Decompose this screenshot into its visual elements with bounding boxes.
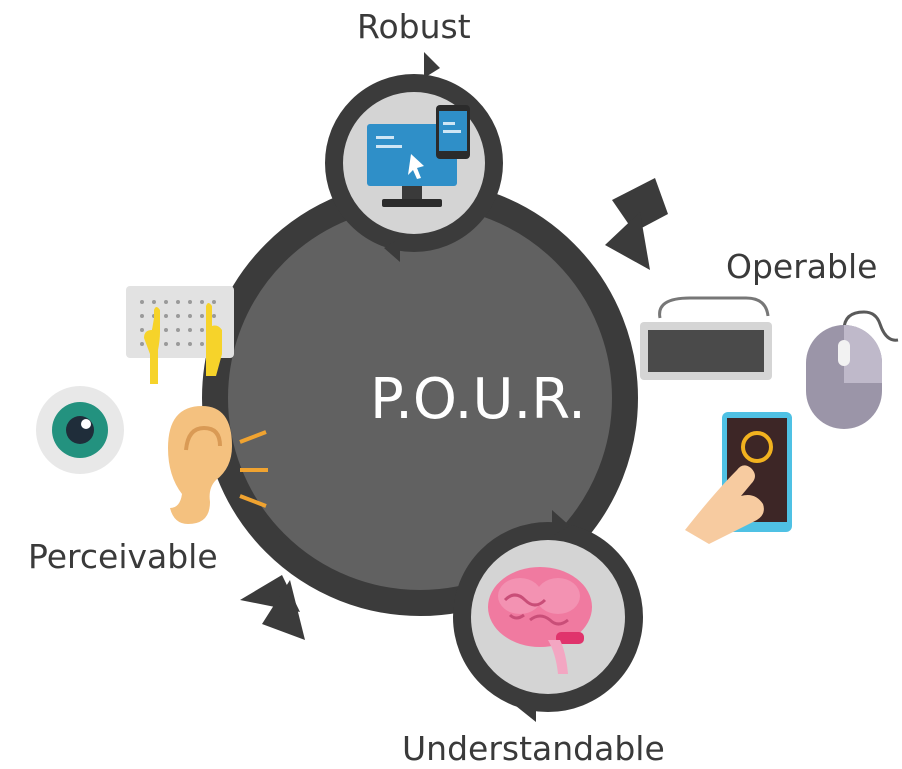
ring-arrow-icon bbox=[262, 580, 305, 640]
label-understandable: Understandable bbox=[402, 729, 665, 768]
touch-tablet-icon bbox=[685, 412, 792, 544]
ear-icon bbox=[168, 406, 268, 524]
brain-icon bbox=[488, 567, 592, 674]
understandable-node bbox=[453, 510, 643, 722]
label-robust: Robust bbox=[357, 7, 471, 46]
ring-arrow-icon bbox=[612, 178, 668, 232]
label-operable: Operable bbox=[726, 247, 878, 286]
center-title: P.O.U.R. bbox=[370, 367, 586, 432]
braille-keyboard-icon bbox=[126, 286, 234, 384]
robust-node bbox=[325, 52, 503, 262]
label-perceivable: Perceivable bbox=[28, 537, 218, 576]
keyboard-icon bbox=[640, 296, 772, 380]
computer-icon bbox=[367, 105, 470, 207]
mouse-icon bbox=[806, 310, 899, 429]
ring-arrow-icon bbox=[605, 212, 650, 270]
eye-icon bbox=[36, 386, 124, 474]
